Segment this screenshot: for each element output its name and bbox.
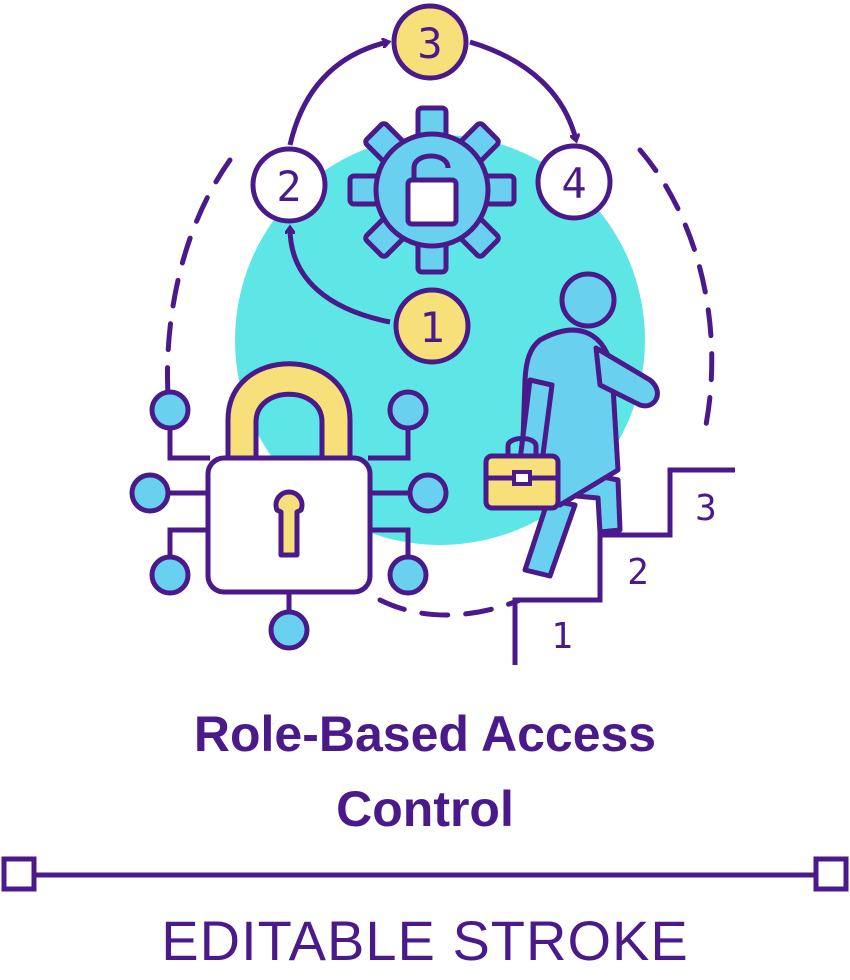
editable-stroke-label: EDITABLE STROKE [161, 909, 689, 972]
arrow-3-to-4 [469, 39, 576, 140]
stair-step-2-label: 2 [627, 552, 649, 593]
stair-step-3-label: 3 [695, 488, 717, 529]
rbac-illustration: 1 2 3 4 [129, 3, 735, 665]
divider-left-handle [1, 856, 37, 892]
cycle-step-4-label: 4 [561, 159, 586, 208]
circuit-padlock-icon [129, 361, 449, 651]
cycle-step-3-label: 3 [417, 19, 442, 68]
cycle-step-1-label: 1 [419, 303, 444, 352]
cycle-step-3: 3 [391, 3, 469, 81]
cycle-step-2: 2 [250, 146, 328, 224]
cycle-step-2-label: 2 [276, 162, 301, 211]
arrow-2-to-3 [287, 42, 388, 146]
arrow-1-to-2 [290, 228, 391, 325]
divider-right-handle [813, 856, 849, 892]
stair-step-1-label: 1 [551, 616, 573, 657]
title-line-1: Role-Based Access [193, 706, 657, 762]
title-line-2: Control [336, 781, 514, 837]
editable-stroke-divider [1, 856, 849, 892]
gear-unlock-icon [347, 105, 517, 275]
dashed-orbit [165, 147, 715, 618]
cycle-step-4: 4 [535, 143, 613, 221]
stairs [512, 467, 735, 665]
cycle-step-1: 1 [393, 287, 471, 365]
briefcase-icon [483, 436, 561, 511]
